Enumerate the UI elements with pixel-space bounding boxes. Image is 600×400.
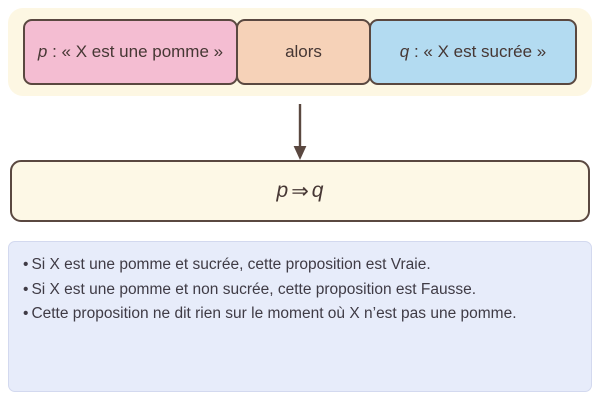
- implication-operator-icon: ⇒: [291, 179, 309, 203]
- conclusion-symbol-q: q: [311, 179, 324, 202]
- conclusion-box: p⇒q: [10, 160, 590, 222]
- symbol-q: q: [399, 42, 410, 62]
- premise-p-statement: : « X est une pomme »: [47, 42, 224, 62]
- bullet-icon: •: [23, 256, 32, 273]
- premise-p-text: p : « X est une pomme »: [38, 41, 223, 63]
- bullet-icon: •: [23, 305, 32, 323]
- note-item-text: Si X est une pomme et sucrée, cette prop…: [31, 256, 431, 273]
- symbol-p: p: [37, 42, 48, 62]
- note-item: •Si X est une pomme et sucrée, cette pro…: [23, 253, 577, 277]
- premise-p-box: p : « X est une pomme »: [23, 19, 238, 85]
- connector-alors-label: alors: [285, 42, 322, 62]
- connector-alors-box: alors: [236, 19, 371, 85]
- note-item: •Cette proposition ne dit rien sur le mo…: [23, 302, 577, 326]
- premise-container: p : « X est une pomme » alors q : « X es…: [8, 8, 592, 96]
- bullet-icon: •: [23, 280, 32, 298]
- premise-q-box: q : « X est sucrée »: [369, 19, 577, 85]
- note-item-text: Cette proposition ne dit rien sur le mom…: [31, 305, 517, 323]
- conclusion-symbol-p: p: [276, 179, 289, 202]
- premise-q-statement: : « X est sucrée »: [409, 42, 547, 62]
- note-item-text: Si X est une pomme et non sucrée, cette …: [31, 280, 477, 298]
- note-item: •Si X est une pomme et non sucrée, cette…: [23, 278, 577, 302]
- premise-q-text: q : « X est sucrée »: [400, 41, 546, 63]
- notes-panel: •Si X est une pomme et sucrée, cette pro…: [8, 241, 592, 392]
- down-arrow-icon: [290, 104, 310, 162]
